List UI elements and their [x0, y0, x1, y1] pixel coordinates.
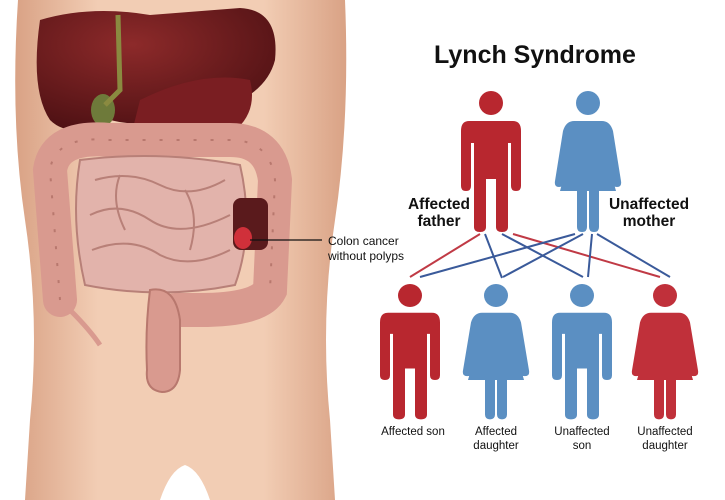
child-label-affected-son: Affected son — [381, 426, 445, 438]
line-father-to-unaffected-daughter — [512, 233, 661, 278]
male-figure-icon — [461, 121, 521, 232]
child-unaffected-daughter — [631, 284, 699, 420]
child-head — [398, 284, 422, 308]
child-unaffected-son — [552, 284, 612, 420]
child-head — [484, 284, 508, 308]
line-father-to-affected-son — [409, 233, 481, 278]
child-label-unaffected-daughter-2: daughter — [642, 440, 688, 452]
mother-label-line2: mother — [623, 213, 676, 230]
line-mother-to-unaffected-son — [587, 233, 593, 278]
father-label-line2: father — [417, 213, 460, 230]
large-intestine — [32, 122, 293, 327]
child-affected-son — [380, 284, 440, 420]
child-label-unaffected-son-1: Unaffected — [554, 426, 609, 438]
small-intestine-coils — [89, 174, 231, 263]
rectum — [145, 288, 181, 394]
father-figure — [461, 91, 521, 232]
line-mother-to-unaffected-daughter — [596, 233, 671, 278]
child-head — [653, 284, 677, 308]
large-intestine-haustra — [48, 138, 277, 301]
line-mother-to-affected-son — [419, 233, 576, 278]
line-mother-to-affected-daughter — [502, 233, 584, 278]
mother-figure — [554, 91, 622, 232]
appendix — [68, 308, 103, 347]
child-head — [570, 284, 594, 308]
child-affected-daughter — [462, 284, 530, 420]
child-label-affected-daughter-2: daughter — [473, 440, 519, 452]
inheritance-lines — [409, 233, 671, 279]
child-label-unaffected-daughter-1: Unaffected — [637, 426, 692, 438]
child-label-affected-daughter-1: Affected — [475, 426, 517, 438]
small-intestine — [75, 155, 248, 294]
child-label-unaffected-son-2: son — [573, 440, 592, 452]
father-head — [479, 91, 503, 115]
female-figure-icon — [554, 121, 622, 232]
torso-illustration — [15, 0, 347, 500]
mother-head — [576, 91, 600, 115]
female-figure-icon — [462, 312, 530, 420]
mother-label-line1: Unaffected — [609, 196, 689, 213]
annotation-line2: without polyps — [327, 249, 404, 263]
male-figure-icon — [552, 312, 612, 420]
bile-duct — [103, 14, 123, 107]
tumor — [234, 227, 252, 249]
annotation-line1: Colon cancer — [328, 234, 399, 248]
father-label-line1: Affected — [408, 196, 470, 213]
male-figure-icon — [380, 312, 440, 420]
female-figure-icon — [631, 312, 699, 420]
page-title: Lynch Syndrome — [434, 41, 636, 69]
